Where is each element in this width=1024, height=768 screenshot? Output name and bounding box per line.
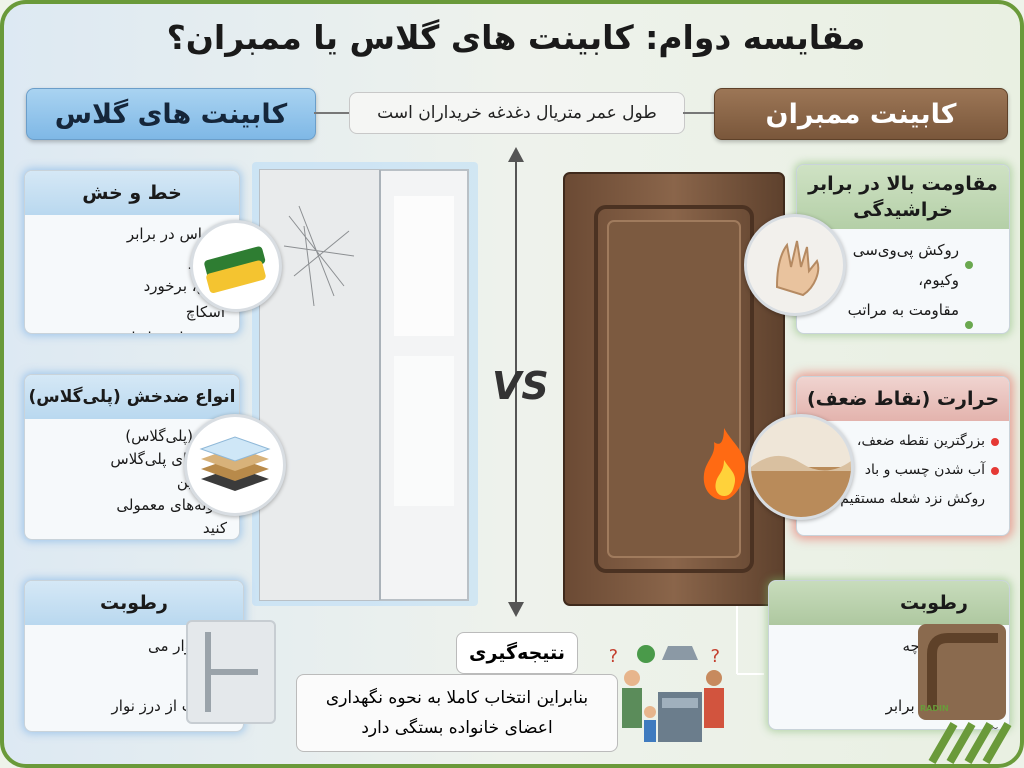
membrane-scratch-card: مقاومت بالا در برابر خراشیدگی روکش پی‌وی…	[796, 164, 1010, 334]
membrane-heat-body: بزرگترین نقطه ضعف، آب شدن چسب و باد روکش…	[797, 421, 1009, 520]
flame-icon	[703, 428, 746, 500]
conclusion-line: بنابراین انتخاب کاملا به نحوه نگهداری	[325, 688, 589, 708]
conclusion-title: نتیجه‌گیری	[456, 632, 578, 674]
glass-types-title: انواع ضدخش (پلی‌گلاس)	[25, 375, 239, 419]
bullet-text: روکش نزد شعله مستقیم	[840, 491, 985, 507]
bullet-dot-icon	[965, 321, 973, 329]
bullet-text: مقاومت به مراتب بالاتری	[847, 301, 959, 333]
hand-icon	[744, 214, 846, 316]
membrane-heat-title: حرارت (نقاط ضعف)	[797, 377, 1009, 421]
bullet-dot-icon	[965, 261, 973, 269]
glass-scratch-line: زبر خط می‌اندازد	[107, 325, 225, 333]
glass-edge-closeup-icon	[186, 620, 276, 724]
glass-moisture-title: رطوبت	[25, 581, 243, 625]
bullet-dot-icon	[991, 437, 999, 446]
membrane-cabinet-header: کابینت ممبران	[714, 88, 1008, 140]
svg-text:?: ?	[610, 646, 618, 667]
membrane-corner-closeup-icon	[918, 624, 1006, 720]
membrane-scratch-title: مقاومت بالا در برابر خراشیدگی	[797, 165, 1009, 229]
bullet-text: روکش پی‌وی‌سی وکیوم،	[852, 241, 959, 289]
membrane-moisture-title: رطوبت	[769, 581, 1009, 625]
melted-surface-icon	[748, 414, 854, 520]
membrane-scratch-body: روکش پی‌وی‌سی وکیوم، مقاومت به مراتب بال…	[797, 229, 1009, 333]
layers-icon	[184, 414, 286, 516]
conclusion-line: اعضای خانواده بستگی دارد	[361, 718, 553, 738]
bullet-text: بزرگترین نقطه ضعف،	[856, 433, 985, 449]
page-title: مقایسه دوام: کابینت های گلاس یا ممبران؟	[166, 18, 866, 57]
bullet-text: آب شدن چسب و باد	[864, 462, 985, 478]
bullet-dot-icon	[991, 466, 999, 475]
conclusion-box: بنابراین انتخاب کاملا به نحوه نگهداری اع…	[296, 674, 618, 752]
membrane-heat-bullet: آب شدن چسب و باد	[803, 456, 999, 485]
glass-scratch-title: خط و خش	[25, 171, 239, 215]
family-kitchen-illustration: ? ?	[610, 645, 724, 742]
brand-tagline: RADIN	[920, 704, 949, 713]
membrane-scratch-bullet: مقاومت به مراتب بالاتری	[809, 295, 973, 333]
sponge-icon	[190, 220, 282, 312]
bullet-dot-icon	[991, 496, 999, 504]
glass-cabinet-illustration	[252, 162, 478, 606]
brand-logo: RADIN	[914, 704, 1020, 764]
vs-label: VS	[492, 364, 549, 408]
membrane-heat-bullet: روکش نزد شعله مستقیم	[803, 485, 999, 514]
subtitle-banner: طول عمر متریال دغدغه خریداران است	[349, 92, 685, 134]
svg-text:?: ?	[710, 646, 720, 667]
membrane-heat-bullet: بزرگترین نقطه ضعف،	[803, 427, 999, 456]
glass-cabinet-header: کابینت های گلاس	[26, 88, 316, 140]
membrane-scratch-bullet: روکش پی‌وی‌سی وکیوم،	[809, 235, 973, 295]
